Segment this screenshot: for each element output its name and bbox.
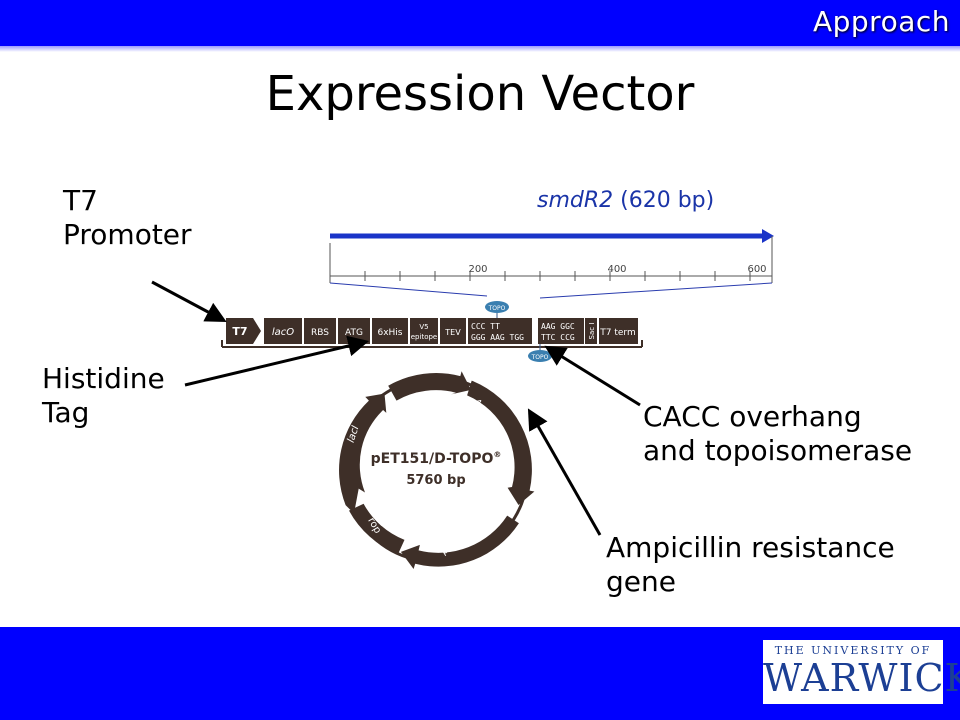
gene-size: (620 bp) [620, 188, 715, 213]
plasmid-arc-laci [339, 393, 387, 514]
seq-right-top: AAG GGC [541, 322, 575, 331]
box-v5: V5 [419, 323, 428, 331]
box-tev: TEV [444, 328, 461, 337]
plasmid-size: 5760 bp [406, 473, 465, 488]
arrow-ampicillin [527, 408, 602, 536]
label-cacc-line1: CACC overhang [643, 400, 862, 433]
plasmid-map: Ampicillin pBR322 ori rop lacI pET151/D-… [339, 371, 535, 569]
box-rbs: RBS [311, 328, 329, 338]
box-atg: ATG [345, 328, 363, 338]
label-amp-line1: Ampicillin resistance [606, 531, 895, 564]
label-t7-promoter: T7 Promoter [63, 184, 192, 252]
section-tag: Approach [812, 5, 950, 38]
label-his-line2: Tag [42, 396, 90, 429]
plasmid-arc-ampicillin [467, 380, 535, 505]
university-logo: THE UNIVERSITY OF WARWICK [763, 640, 960, 704]
gene-caption: smdR2 (620 bp) [537, 188, 714, 213]
callout-arrows [151, 280, 641, 536]
label-histidine-tag: Histidine Tag [42, 362, 165, 430]
arrow-cacc [544, 345, 641, 407]
topo-label-top: TOPO [488, 305, 506, 312]
label-t7-line2: Promoter [63, 218, 192, 251]
box-6xhis: 6xHis [377, 328, 402, 338]
label-ampicillin-gene: Ampicillin resistance gene [606, 531, 895, 599]
logo-line1: THE UNIVERSITY OF [774, 644, 932, 657]
linear-map: T7 lacO RBS ATG 6xHis V5 epitope TEV T7 … [221, 301, 643, 362]
label-cacc-line2: and topoisomerase [643, 434, 913, 467]
ruler: 200 400 600 [329, 236, 773, 283]
ruler-tick-200: 200 [468, 264, 487, 275]
header-band [0, 0, 960, 46]
box-t7-term: T7 term [599, 328, 635, 338]
gene-arrow [330, 229, 774, 243]
map-box-t7 [226, 318, 261, 344]
header-band-shadow [0, 46, 960, 52]
label-t7-line1: T7 [63, 184, 98, 217]
insert-expansion-lines [329, 282, 773, 299]
slide-title: Expression Vector [265, 66, 695, 122]
seq-left-top: CCC TT [471, 322, 500, 331]
plasmid-arc-top [388, 371, 471, 401]
plasmid-arc-rop [349, 503, 405, 554]
box-epitope: epitope [411, 333, 437, 341]
logo-line2: WARWICK [763, 656, 960, 700]
ruler-tick-600: 600 [747, 264, 766, 275]
feature-laci: lacI [346, 424, 362, 444]
box-sac-i: Sac I [588, 323, 596, 340]
box-t7: T7 [232, 325, 247, 338]
topo-icon-top [485, 301, 509, 313]
plasmid-name: pET151/D-TOPO® [371, 450, 502, 467]
box-laco: lacO [272, 327, 294, 338]
arrow-t7 [151, 280, 227, 322]
label-cacc-overhang: CACC overhang and topoisomerase [643, 400, 912, 468]
label-his-line1: Histidine [42, 362, 165, 395]
seq-right-bottom: TTC CCG [541, 333, 575, 342]
gene-name: smdR2 [537, 188, 614, 213]
ruler-tick-400: 400 [607, 264, 626, 275]
seq-left-bottom: GGG AAG TGG [471, 333, 524, 342]
label-amp-line2: gene [606, 565, 676, 598]
topo-label-bottom: TOPO [531, 354, 549, 361]
plasmid-arc-ori [400, 515, 519, 569]
arrow-histidine [184, 335, 370, 387]
